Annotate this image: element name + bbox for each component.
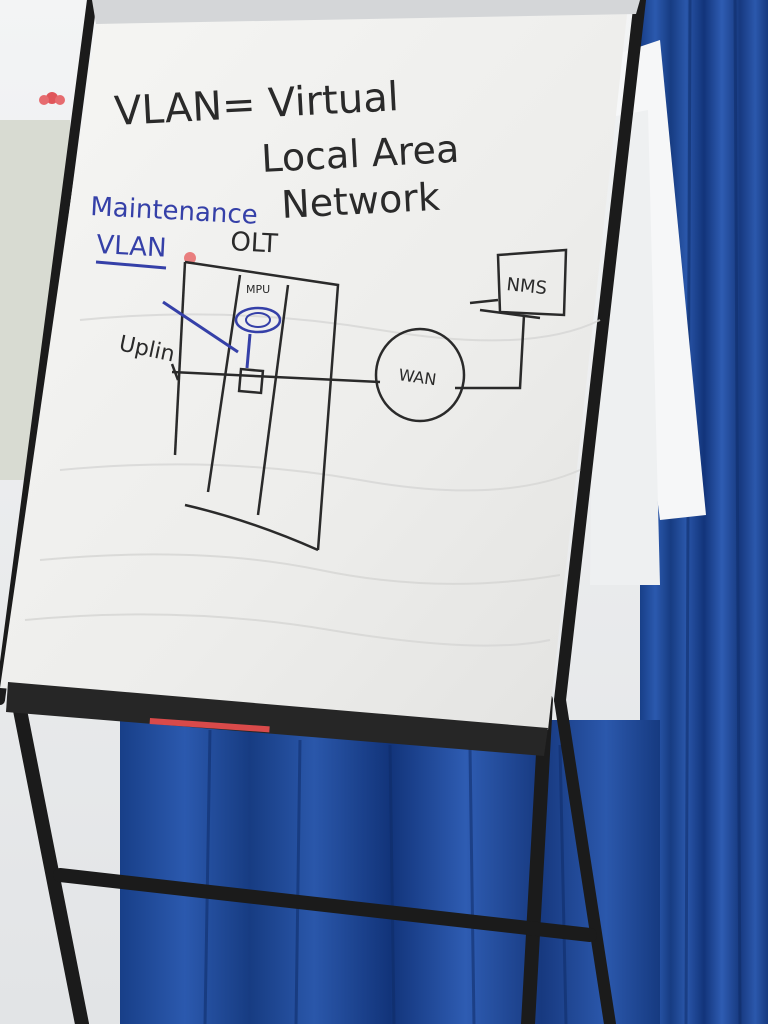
easel-frame (0, 0, 646, 1024)
olt-chassis (173, 260, 340, 552)
subtitle-underline (95, 260, 167, 270)
vlan-pointer-line (162, 300, 239, 354)
flipchart-top-bar (92, 0, 640, 24)
nms-label: NMS (505, 274, 547, 299)
mpu-label: MPU (246, 283, 270, 296)
wan-nms-line (455, 314, 526, 390)
red-marker (149, 718, 270, 733)
flipchart-paper (0, 6, 628, 730)
mpu-port-icon (234, 306, 282, 369)
title-line-2: Local Area (260, 127, 460, 181)
paper-wrinkles (24, 313, 601, 647)
olt-label: OLT (230, 227, 279, 259)
uplink-line (170, 363, 381, 384)
marker-tray (6, 682, 548, 756)
nms-box (469, 248, 568, 320)
title-line-3: Network (280, 175, 441, 227)
laser-dot (184, 252, 196, 264)
subtitle-line-2: VLAN (96, 230, 168, 264)
logo-icon (39, 92, 65, 105)
switch-box (237, 367, 265, 395)
back-page-2 (590, 110, 660, 585)
wan-circle (374, 327, 466, 423)
